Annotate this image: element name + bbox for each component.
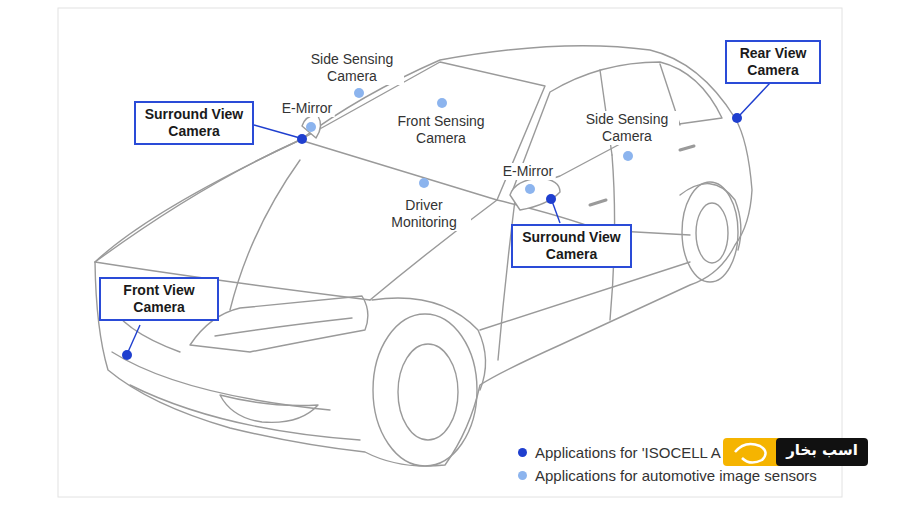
car-outline bbox=[95, 46, 752, 466]
camera-label: Rear View Camera bbox=[733, 45, 813, 79]
legend-entry: Applications for 'ISOCELL A bbox=[518, 444, 721, 462]
camera-box: Surround View Camera bbox=[134, 101, 254, 145]
leader-lines bbox=[128, 83, 770, 352]
watermark-logo bbox=[723, 438, 868, 466]
camera-label: Surround View Camera bbox=[519, 229, 624, 263]
sensor-label: Front Sensing Camera bbox=[383, 113, 499, 147]
camera-box: Surround View Camera bbox=[511, 224, 632, 268]
sensor-label: Driver Monitoring bbox=[377, 197, 471, 231]
legend-entry: Applications for automotive image sensor… bbox=[518, 467, 817, 485]
camera-box: Front View Camera bbox=[99, 277, 219, 321]
legend-text: Applications for automotive image sensor… bbox=[535, 467, 817, 484]
camera-label: Surround View Camera bbox=[142, 106, 246, 140]
sensor-label: E-Mirror bbox=[501, 163, 556, 180]
sensor-label: E-Mirror bbox=[280, 100, 335, 117]
watermark: اسب بخار bbox=[784, 442, 860, 459]
camera-dots bbox=[122, 113, 742, 360]
camera-label: Front View Camera bbox=[107, 282, 211, 316]
camera-box: Rear View Camera bbox=[725, 40, 821, 84]
legend-text: Applications for 'ISOCELL A bbox=[535, 444, 721, 461]
sensor-label: Side Sensing Camera bbox=[575, 111, 679, 145]
legend-swatch bbox=[518, 471, 527, 480]
sensor-label: Side Sensing Camera bbox=[300, 51, 404, 85]
legend-swatch bbox=[518, 448, 527, 457]
frame bbox=[58, 8, 842, 497]
